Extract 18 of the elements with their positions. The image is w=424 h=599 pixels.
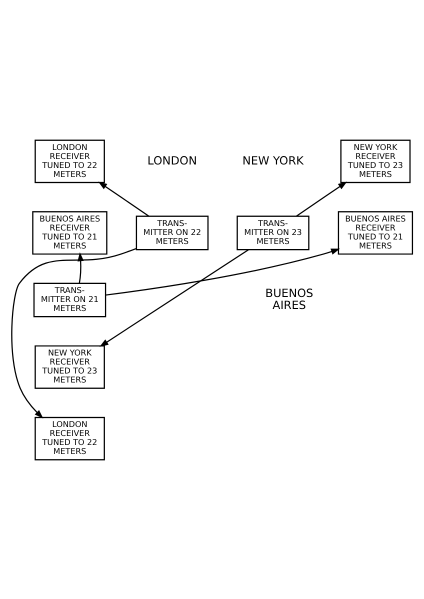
arrow [100, 248, 249, 346]
node-box: NEW YORK RECEIVER TUNED TO 23 METERS [340, 139, 411, 183]
label: NEW YORK [242, 152, 304, 167]
arrow [105, 248, 340, 296]
label: LONDON [147, 152, 198, 167]
node-box: NEW YORK RECEIVER TUNED TO 23 METERS [34, 344, 105, 388]
node-box: TRANS- MITTER ON 21 METERS [33, 282, 106, 317]
node-box: BUENOS AIRES RECEIVER TUNED TO 21 METERS [32, 210, 108, 254]
arrow [98, 181, 150, 216]
label: BUENOS AIRES [265, 285, 314, 312]
node-box: TRANS- MITTER ON 23 METERS [236, 215, 310, 250]
arrow [78, 252, 84, 283]
arrow [296, 181, 348, 216]
arrow [11, 247, 136, 418]
node-box: TRANS- MITTER ON 22 METERS [136, 215, 209, 250]
node-box: LONDON RECEIVER TUNED TO 22 METERS [34, 416, 105, 460]
node-box: LONDON RECEIVER TUNED TO 22 METERS [34, 139, 105, 183]
node-box: BUENOS AIRES RECEIVER TUNED TO 21 METERS [338, 210, 414, 254]
